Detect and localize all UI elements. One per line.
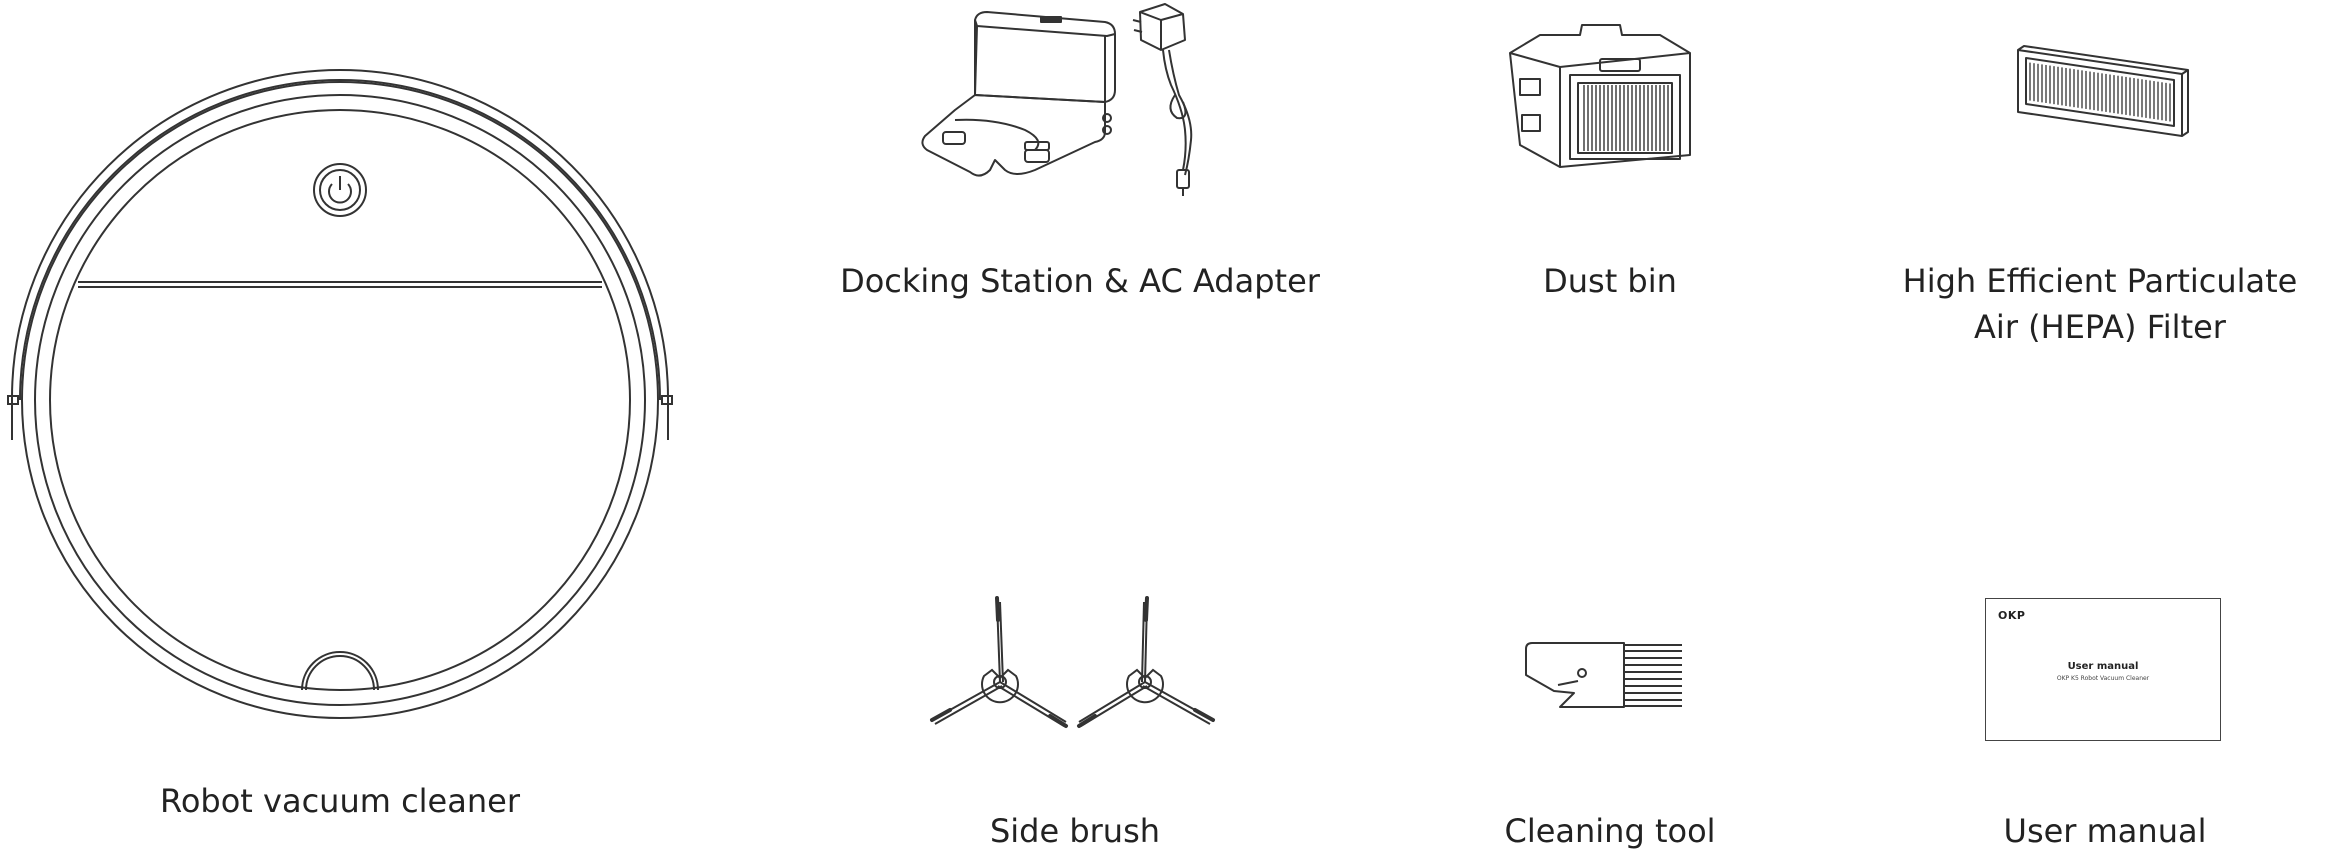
hepa-filter-icon [2017, 45, 2189, 137]
user-manual-icon: OKP User manual OKP K5 Robot Vacuum Clea… [1985, 598, 2221, 741]
dust-bin-icon [1509, 24, 1691, 168]
manual-title-text: User manual [2067, 661, 2139, 672]
cleaning-tool-icon [1525, 642, 1682, 708]
docking-station-caption: Docking Station & AC Adapter [840, 262, 1320, 300]
manual-brand-text: OKP [1998, 609, 2026, 622]
user-manual-caption: User manual [2003, 812, 2207, 850]
docking-station-icon [921, 3, 1193, 196]
dust-bin-caption: Dust bin [1543, 262, 1677, 300]
manual-subtitle-text: OKP K5 Robot Vacuum Cleaner [2056, 675, 2150, 682]
side-brush-icon [930, 596, 1215, 728]
robot-vacuum-icon [7, 69, 673, 719]
robot-vacuum-caption: Robot vacuum cleaner [160, 782, 520, 820]
side-brush-caption: Side brush [989, 812, 1161, 850]
hepa-filter-caption: High Efficient Particulate Air (HEPA) Fi… [1902, 262, 2298, 346]
cleaning-tool-caption: Cleaning tool [1504, 812, 1716, 850]
